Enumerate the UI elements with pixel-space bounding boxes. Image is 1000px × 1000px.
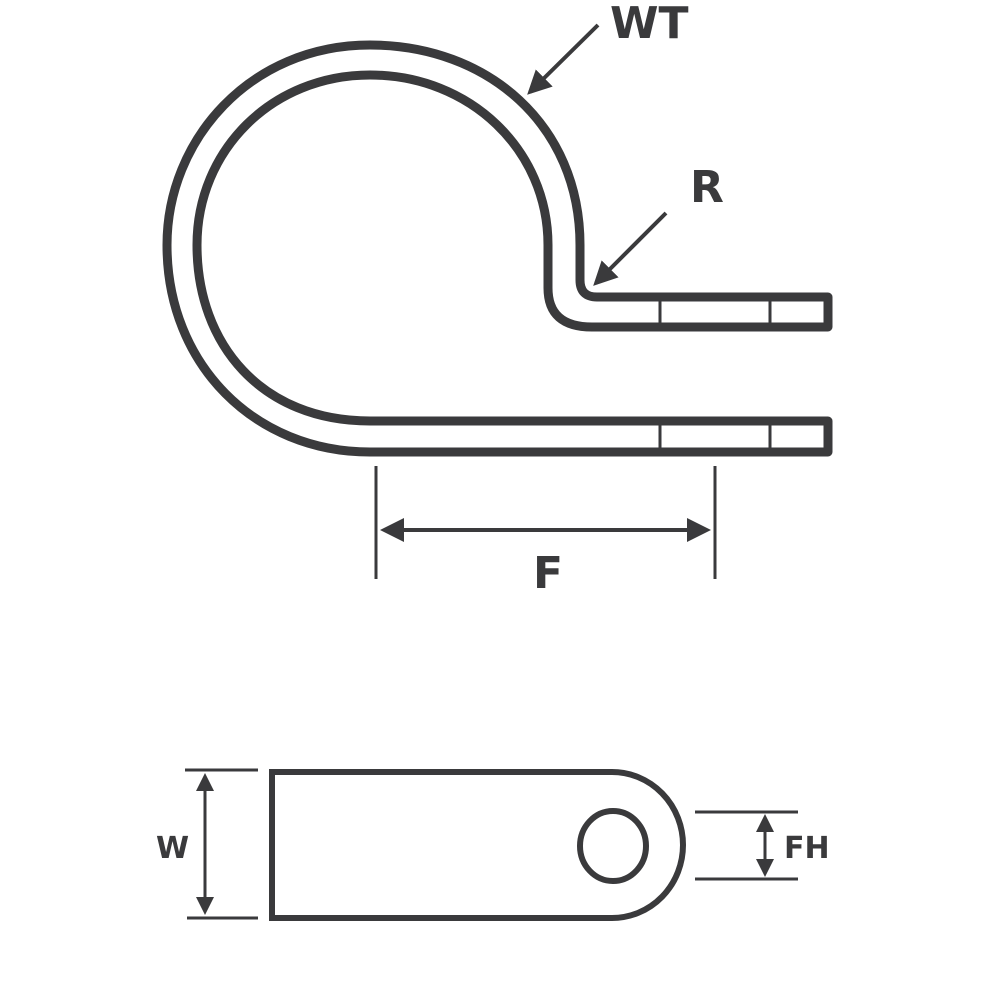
wt-label: WT: [610, 0, 689, 49]
tab-top-view: [269, 769, 686, 921]
clamp-side-view: [162, 40, 833, 457]
fixing-hole: [577, 808, 649, 884]
wt-callout: WT: [527, 0, 689, 95]
fh-label: FH: [784, 831, 830, 866]
wt-arrow: [527, 23, 600, 95]
clamp-band-outline: [162, 40, 833, 457]
r-arrow: [593, 211, 668, 286]
r-label: R: [690, 162, 724, 213]
f-dimension: F: [374, 466, 717, 599]
w-dimension: W: [156, 768, 258, 920]
fh-dimension: FH: [695, 810, 830, 881]
w-label: W: [156, 831, 189, 866]
f-label: F: [533, 548, 563, 599]
r-callout: R: [593, 162, 724, 286]
tab-outline: [269, 769, 686, 921]
